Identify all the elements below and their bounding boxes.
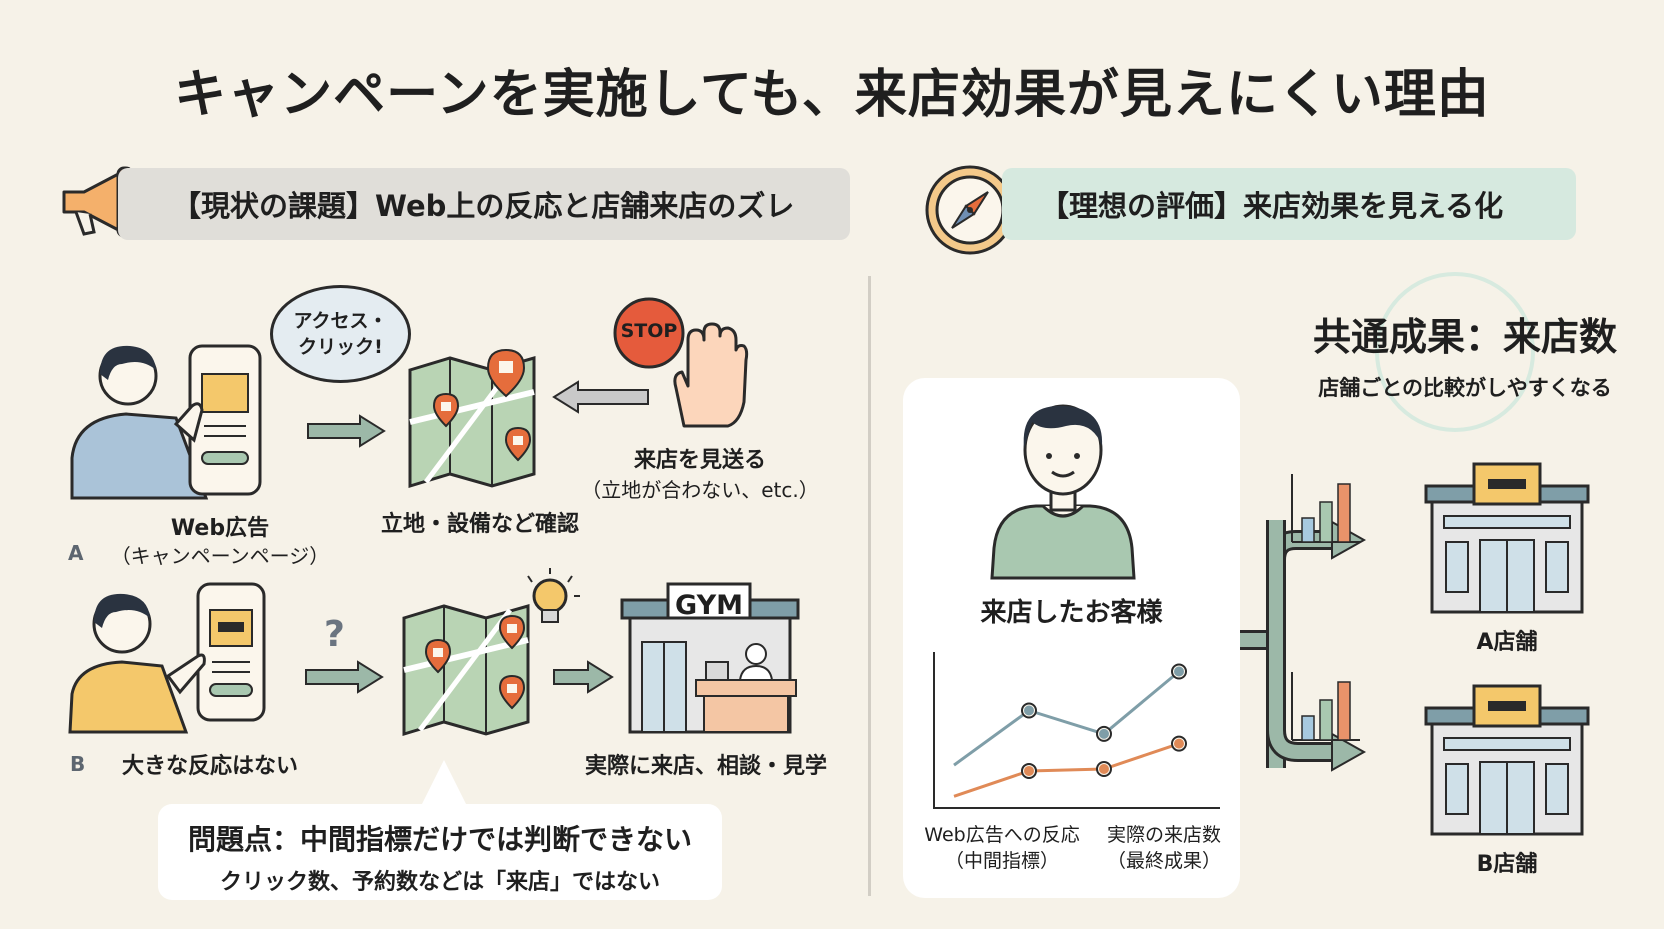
raised-hand-icon bbox=[673, 322, 749, 428]
customer-label: 来店したお客様 bbox=[980, 598, 1163, 628]
series-1-point-fill-3 bbox=[1099, 728, 1109, 739]
stop-sign-label: STOP bbox=[620, 320, 678, 342]
gym-building-illustration bbox=[620, 582, 800, 734]
decline-visit-label: 来店を見送る bbox=[633, 448, 766, 473]
common-outcome-title: 共通成果：来店数 bbox=[1312, 315, 1617, 359]
section-divider bbox=[868, 276, 871, 896]
page-title: キャンペーンを実施しても、来店効果が見えにくい理由 bbox=[174, 65, 1490, 125]
store-b-label: B店舗 bbox=[1476, 852, 1538, 877]
chart-axes bbox=[933, 652, 1220, 809]
branch-arrows bbox=[1240, 520, 1367, 772]
arrow-right-icon bbox=[307, 414, 386, 448]
gym-sign-label: GYM bbox=[675, 590, 743, 621]
person-with-phone-illustration bbox=[70, 344, 262, 500]
lightbulb-icon bbox=[527, 568, 580, 623]
question-mark: ? bbox=[324, 614, 345, 655]
chart-xlabel-2: 実際の来店数 bbox=[1106, 824, 1221, 846]
no-big-reaction-label: 大きな反応はない bbox=[121, 754, 298, 779]
series-1-point-fill-4 bbox=[1174, 666, 1184, 677]
map-with-pins-illustration bbox=[408, 348, 536, 489]
series-2-line bbox=[953, 742, 1180, 798]
bubble-line-1: アクセス・ bbox=[293, 310, 388, 332]
series-2-point-fill-4 bbox=[1174, 738, 1184, 749]
web-ad-label: Web広告 bbox=[170, 516, 270, 541]
access-click-speech-bubble: アクセス・ クリック! bbox=[270, 285, 411, 383]
highlight-circle bbox=[1375, 272, 1535, 432]
series-2-point-fill-3 bbox=[1099, 764, 1109, 774]
arrow-right-icon bbox=[553, 660, 614, 694]
series-1-line bbox=[953, 670, 1180, 767]
store-a-label: A店舗 bbox=[1476, 630, 1538, 655]
series-1-point-fill-2 bbox=[1024, 705, 1034, 716]
chart-xlabel-1: Web広告への反応 bbox=[924, 824, 1080, 846]
customer-person-illustration bbox=[990, 404, 1136, 580]
location-check-label: 立地・設備など確認 bbox=[380, 512, 579, 537]
row-a-marker: A bbox=[68, 541, 84, 565]
current-issue-banner: 【現状の課題】Web上の反応と店舗来店のズレ bbox=[118, 168, 850, 240]
store-a-bar-icon bbox=[1291, 474, 1360, 543]
person-pointing-illustration bbox=[68, 582, 266, 734]
line-chart bbox=[933, 652, 1220, 809]
store-b-bar-icon bbox=[1291, 672, 1360, 741]
arrow-right-icon bbox=[305, 660, 384, 694]
bubble-line-2: クリック! bbox=[298, 336, 383, 358]
arrow-left-icon bbox=[552, 380, 649, 414]
problem-subtext: クリック数、予約数などは「来店」ではない bbox=[219, 870, 660, 895]
callout-pointer bbox=[420, 760, 468, 808]
row-b-marker: B bbox=[70, 752, 86, 776]
map-with-pins-illustration bbox=[402, 604, 530, 737]
ideal-evaluation-banner: 【理想の評価】来店効果を見える化 bbox=[1002, 168, 1576, 240]
decline-visit-sublabel: （立地が合わない、etc.） bbox=[581, 478, 819, 502]
store-a-building-icon bbox=[1424, 462, 1590, 614]
common-outcome-subtitle: 店舗ごとの比較がしやすくなる bbox=[1318, 376, 1612, 400]
chart-xlabel-1-sub: （中間指標） bbox=[944, 850, 1059, 872]
web-ad-sublabel: （キャンペーンページ） bbox=[110, 544, 330, 568]
problem-heading: 問題点：中間指標だけでは判断できない bbox=[187, 823, 692, 856]
problem-callout: 問題点：中間指標だけでは判断できない クリック数、予約数などは「来店」ではない bbox=[158, 804, 722, 900]
actual-visit-label: 実際に来店、相談・見学 bbox=[584, 754, 827, 779]
store-b-building-icon bbox=[1424, 684, 1590, 836]
stop-sign-icon bbox=[613, 297, 685, 369]
series-2-point-fill-2 bbox=[1024, 765, 1034, 776]
chart-xlabel-2-sub: （最終成果） bbox=[1106, 850, 1221, 872]
